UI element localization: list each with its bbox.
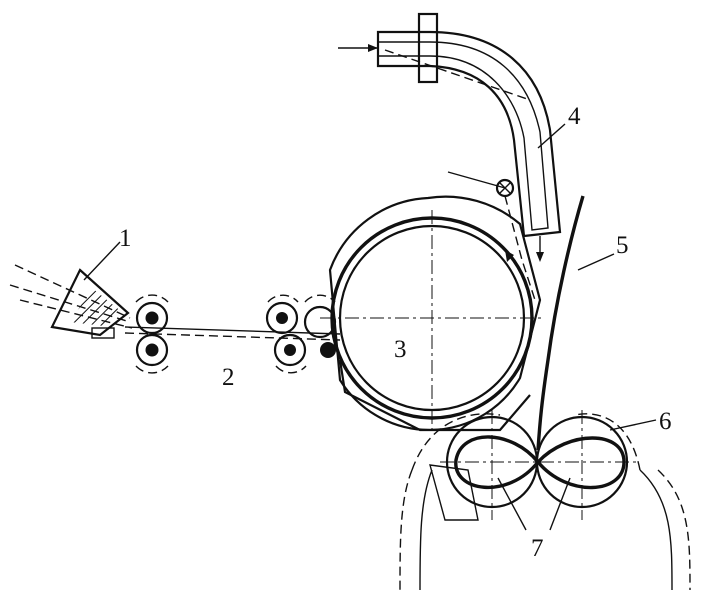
label-1: 1 <box>119 225 132 252</box>
feed-funnel <box>9 264 133 339</box>
first-roller-pair <box>135 294 169 374</box>
main-drum <box>320 195 545 432</box>
label-7: 7 <box>531 535 544 562</box>
inlet-duct <box>338 12 562 262</box>
label-4: 4 <box>568 103 581 130</box>
output-belt <box>536 195 585 451</box>
pivot-guide <box>447 171 536 301</box>
label-3: 3 <box>394 336 407 363</box>
bottom-roller-assembly <box>399 410 691 591</box>
label-2: 2 <box>222 364 235 391</box>
web-path <box>124 326 341 341</box>
label-6: 6 <box>659 408 672 435</box>
label-5: 5 <box>616 232 629 259</box>
leader-lines <box>83 123 657 531</box>
